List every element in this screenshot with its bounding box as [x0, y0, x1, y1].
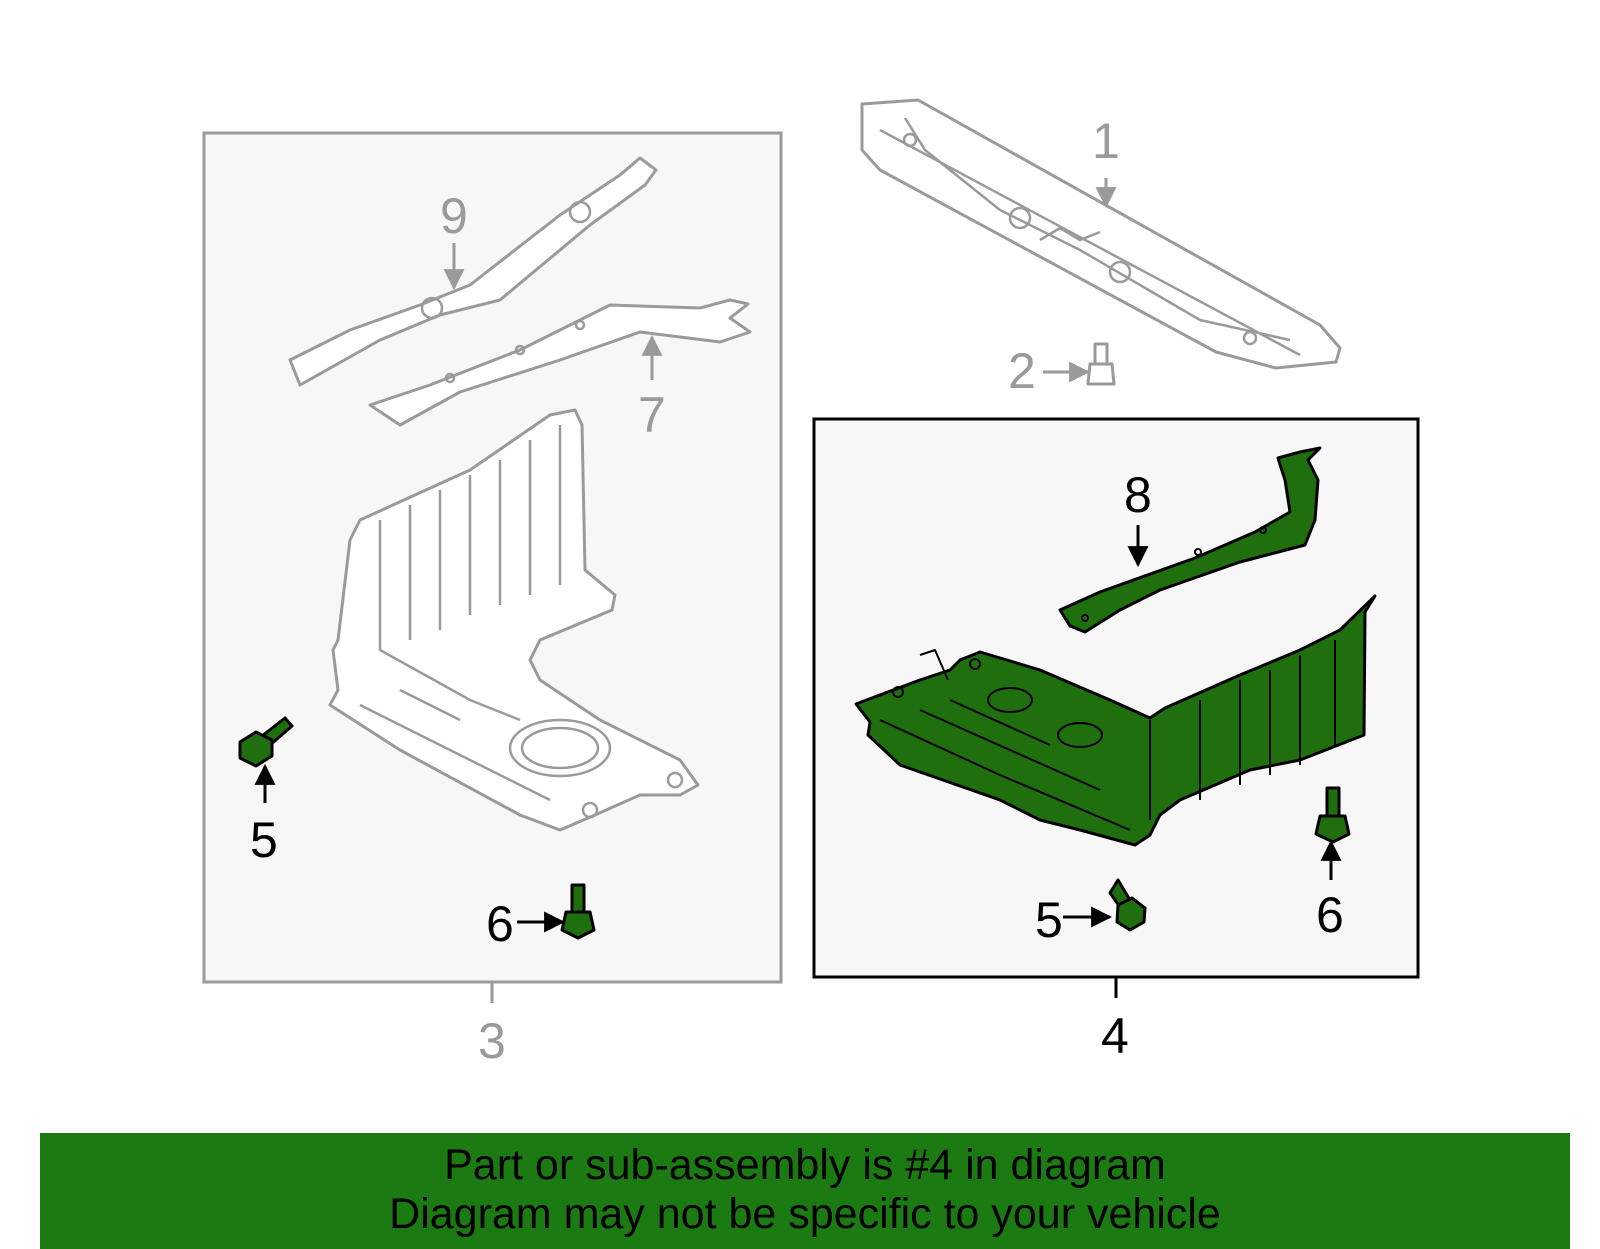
callout-5-left: 5 — [250, 812, 278, 868]
part-1-deflector — [860, 98, 1342, 370]
callout-5-right: 5 — [1035, 892, 1063, 948]
callout-2: 2 — [1008, 343, 1036, 399]
part-9-bracket — [288, 156, 658, 387]
part-5-bolt-right — [1108, 878, 1147, 932]
info-banner: Part or sub-assembly is #4 in diagram Di… — [40, 1133, 1570, 1249]
part-5-bolt-left — [238, 716, 294, 768]
part-4-shield — [854, 594, 1377, 847]
callout-6-right: 6 — [1316, 887, 1344, 943]
callout-8: 8 — [1124, 467, 1152, 523]
part-8-bracket — [1058, 446, 1322, 634]
part-2-bolt — [1086, 342, 1116, 386]
part-7-bracket — [368, 298, 752, 427]
banner-line-1: Part or sub-assembly is #4 in diagram — [444, 1141, 1166, 1189]
callout-4: 4 — [1101, 1008, 1129, 1064]
callout-6-left: 6 — [486, 896, 514, 952]
callout-9: 9 — [440, 188, 468, 244]
part-3-shield — [328, 408, 700, 832]
callout-1: 1 — [1092, 113, 1120, 169]
callout-3: 3 — [478, 1013, 506, 1069]
part-6-bolt-right — [1314, 786, 1351, 844]
callout-7: 7 — [638, 387, 666, 443]
banner-line-2: Diagram may not be specific to your vehi… — [389, 1190, 1221, 1238]
